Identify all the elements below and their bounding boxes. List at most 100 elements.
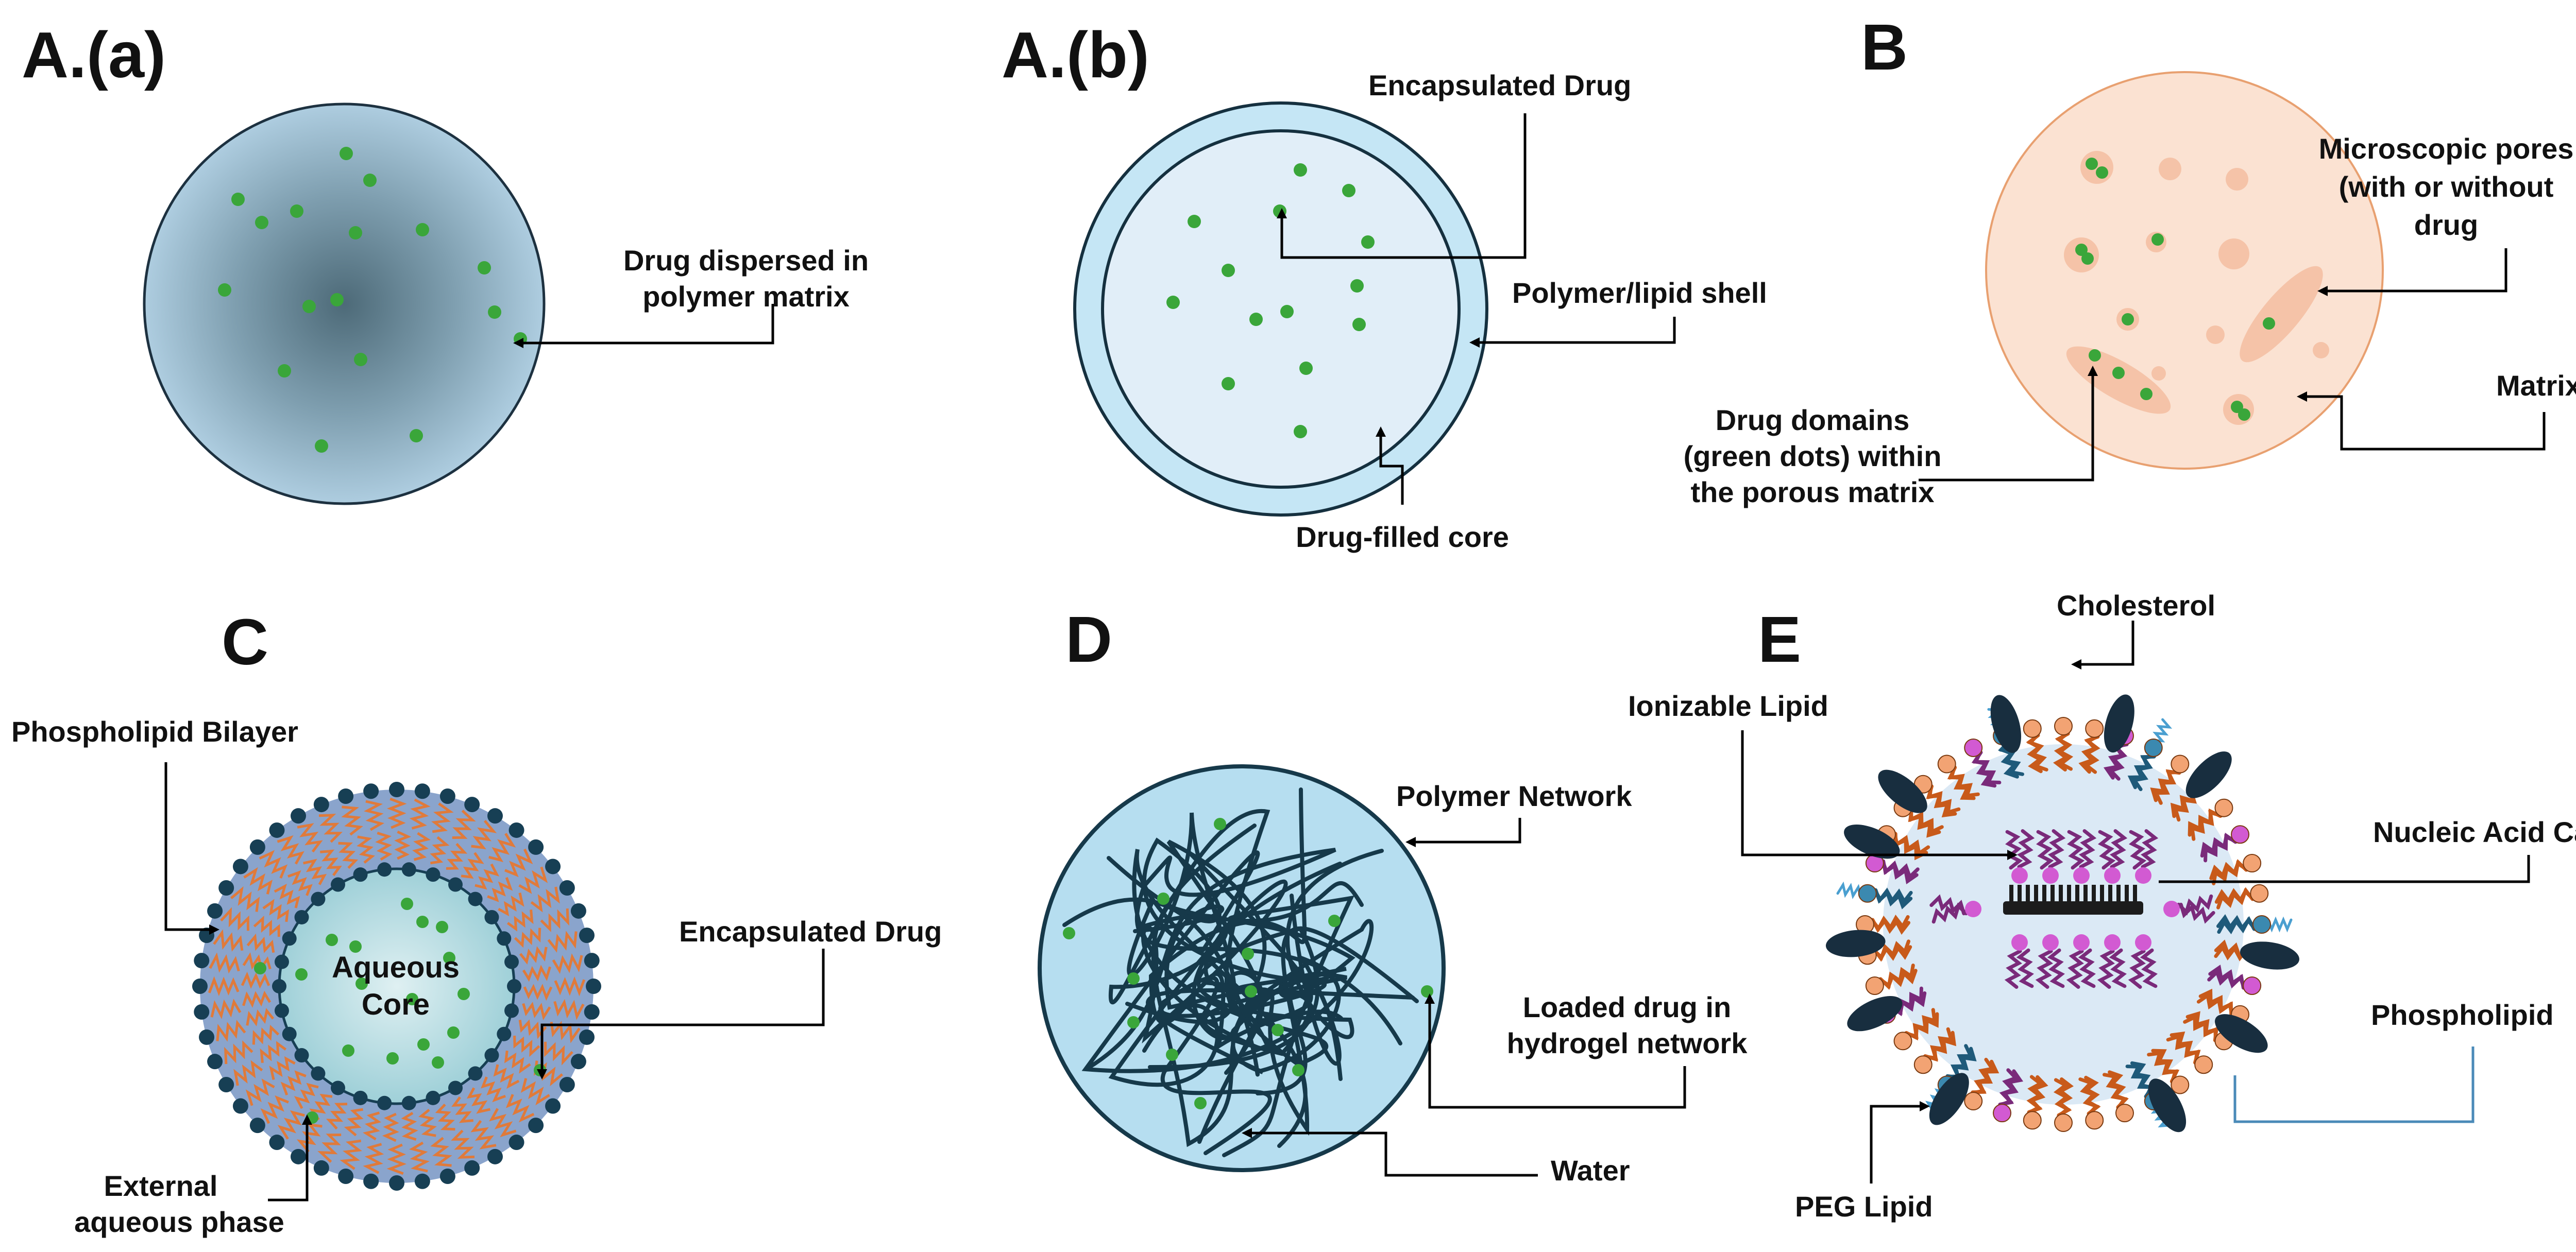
lipid-tail	[394, 830, 412, 860]
lipid-headgroup	[294, 910, 309, 924]
leader-domains	[1919, 373, 2094, 482]
lipid-tail	[2140, 948, 2158, 988]
nucleic-acid-base	[2133, 885, 2137, 902]
lipid-headgroup	[274, 954, 289, 969]
cholesterol	[2215, 1014, 2268, 1053]
phospholipid-head	[2194, 1055, 2213, 1074]
lipid-headgroup	[389, 782, 404, 797]
phospholipid-head	[2171, 1075, 2190, 1094]
lipid-tail	[224, 1040, 253, 1065]
ionizable-lipid-head	[2135, 867, 2151, 884]
lipid-tail	[242, 952, 272, 971]
drug-dot	[410, 429, 423, 442]
lipid-tail	[2204, 834, 2238, 863]
label-external-2: aqueous phase	[74, 1206, 284, 1238]
lipid-tail	[498, 893, 524, 917]
lipid-headgroup	[291, 808, 306, 824]
panel-c: C Aqueous Core Phospholipid Bilayer Enca…	[11, 606, 942, 1238]
lipid-headgroup	[584, 1004, 600, 1020]
polymer-strand	[1148, 849, 1384, 1069]
lipid-tail	[382, 1112, 399, 1142]
lipid-tail	[2128, 949, 2146, 989]
lipid-tail	[2266, 916, 2293, 933]
drug-dot	[355, 977, 368, 990]
label-pores-1: Microscopic pores	[2319, 132, 2574, 165]
lipid-headgroups	[192, 782, 601, 1191]
drug-dot	[2081, 252, 2094, 265]
lipid-tail	[2150, 718, 2173, 743]
nucleic-acid-base	[2042, 885, 2046, 902]
lipid-tail	[493, 1064, 520, 1089]
lnp-core	[1883, 744, 2244, 1105]
lipid-tail	[1999, 739, 2024, 776]
lipid-tail	[446, 843, 468, 870]
lipid-tail	[409, 798, 431, 830]
lipid-headgroup	[468, 891, 483, 906]
elongated-pore	[2240, 266, 2323, 363]
porous-matrix-sphere	[1985, 71, 2384, 470]
drug-dot	[1166, 296, 1180, 309]
lipid-tail	[540, 908, 569, 932]
core-drug-dots	[1166, 163, 1375, 438]
lipid-tail	[1923, 1027, 1954, 1060]
lipid-tails	[208, 797, 586, 1175]
lipid-tail	[2079, 829, 2097, 869]
ionizable-lipid-head	[2073, 934, 2090, 951]
lipid-headgroup	[439, 788, 455, 804]
cholesterol	[2240, 941, 2299, 970]
lipid-headgroup	[464, 797, 480, 813]
lipid-headgroup	[584, 953, 600, 969]
drug-dot	[2140, 388, 2153, 400]
lipid-headgroup	[545, 1098, 561, 1114]
lipid-tail	[487, 877, 513, 902]
lipid-tail	[2150, 1103, 2173, 1128]
lipid-headgroup	[294, 1048, 309, 1063]
lipid-headgroup	[586, 979, 601, 994]
cholesterol	[2185, 751, 2232, 798]
phospholipid-head	[1937, 754, 1956, 774]
lipid-tail	[2035, 949, 2053, 989]
lipid-headgroup	[331, 1081, 345, 1095]
ionizable-lipid-head	[2104, 934, 2121, 951]
label-aqueous-core-1: Aqueous	[332, 951, 460, 984]
ionizable-lipid-head	[2231, 825, 2250, 844]
polymer-network-strands	[1062, 787, 1419, 1157]
ionizable-lipid-head	[1993, 1104, 2012, 1123]
nucleic-acid-base	[2059, 885, 2063, 902]
lipid-tail	[435, 1103, 455, 1131]
lipid-tail	[338, 842, 359, 869]
arrowhead-matrix	[2297, 391, 2307, 402]
lipid-headgroup	[468, 1066, 483, 1081]
lipid-headgroup	[313, 797, 329, 813]
drug-dot	[386, 1052, 399, 1065]
lipid-headgroup	[579, 928, 595, 944]
polymer-matrix-sphere	[143, 102, 546, 505]
drug-dot	[278, 364, 291, 378]
label-ionizable: Ionizable Lipid	[1628, 690, 1828, 722]
lipid-tail	[518, 866, 548, 894]
lipid-tail	[277, 835, 304, 865]
lipid-tail	[489, 1108, 517, 1138]
label-cargo: Nucleic Acid Cargo	[2373, 816, 2576, 848]
lipid-tail	[375, 832, 393, 861]
leader-drug-dispersed	[520, 304, 774, 345]
drug-dot	[326, 934, 338, 946]
nucleic-acid-base	[2083, 885, 2088, 902]
drug-dot	[254, 962, 266, 974]
nucleic-acid-base	[2108, 885, 2112, 902]
lipid-tail	[2183, 1014, 2217, 1043]
ionizable-lipids	[1965, 867, 2180, 951]
lipid-tail	[1836, 881, 1862, 899]
cholesterol	[1825, 930, 1886, 957]
lipid-tail	[287, 870, 313, 896]
lipid-headgroup	[192, 979, 208, 994]
lipid-tail	[520, 1078, 550, 1106]
lipid-headgroup	[497, 1026, 512, 1041]
lipid-headgroup	[426, 867, 440, 882]
lipid-headgroup	[497, 931, 512, 946]
lipid-headgroup	[504, 1003, 519, 1018]
phospholipid-head	[2023, 719, 2042, 738]
label-drug-dispersed-1: Drug dispersed in	[623, 244, 869, 277]
lipid-tail	[2190, 810, 2223, 841]
lipid-headgroup	[311, 1066, 326, 1081]
